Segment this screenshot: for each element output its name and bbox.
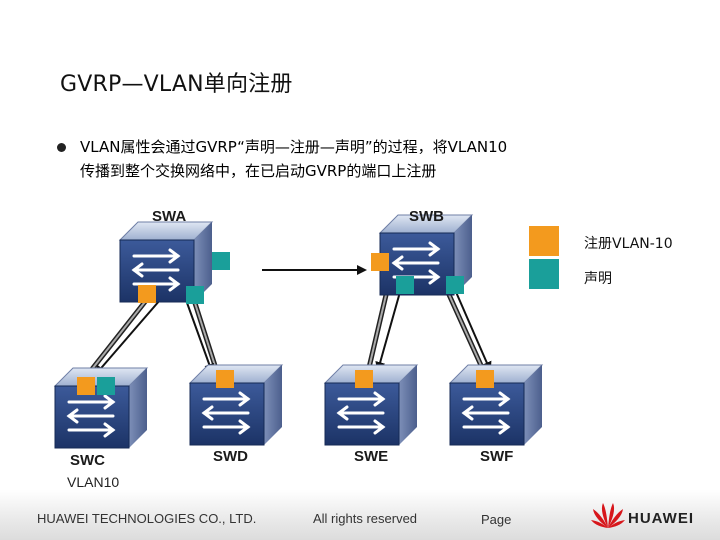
- port-register-swd: [216, 370, 234, 388]
- arrow-swb-to-swf: [455, 291, 492, 372]
- huawei-logo-text: HUAWEI: [628, 510, 694, 527]
- bullet-line-2: 传播到整个交换网络中，在已启动GVRP的端口上注册: [80, 162, 437, 180]
- port-register-swf: [476, 370, 494, 388]
- port-declare-swb-down-left: [396, 276, 414, 294]
- label-swc: SWC: [70, 452, 105, 469]
- link-swa-swd-highlight: [193, 299, 219, 376]
- port-register-swc: [77, 377, 95, 395]
- port-declare-swa-down: [186, 286, 204, 304]
- slide-title: GVRP—VLAN单向注册: [60, 72, 293, 97]
- switch-swd: [188, 363, 284, 447]
- label-swf: SWF: [480, 448, 514, 465]
- port-declare-swc: [97, 377, 115, 395]
- bullet-icon: [57, 143, 66, 152]
- link-swb-swf-highlight: [445, 287, 485, 373]
- label-swe: SWE: [354, 448, 389, 465]
- footer-bar: HUAWEI TECHNOLOGIES CO., LTD. All rights…: [0, 490, 720, 540]
- vlan-label: VLAN10: [67, 474, 120, 490]
- port-register-swa-left: [138, 285, 156, 303]
- label-swd: SWD: [213, 448, 248, 465]
- footer-page: Page: [481, 512, 512, 527]
- port-declare-swb-down-right: [446, 276, 464, 294]
- footer-company: HUAWEI TECHNOLOGIES CO., LTD.: [37, 511, 257, 526]
- huawei-logo-icon: [591, 503, 625, 528]
- bullet-text: VLAN属性会通过GVRP“声明—注册—声明”的过程，将VLAN10 传播到整个…: [80, 135, 620, 183]
- label-swa: SWA: [152, 208, 187, 225]
- port-register-swe: [355, 370, 373, 388]
- bullet-line-1: VLAN属性会通过GVRP“声明—注册—声明”的过程，将VLAN10: [80, 138, 508, 156]
- port-declare-swa-right: [212, 252, 230, 270]
- legend-declare-swatch: [529, 259, 559, 289]
- port-register-swb-left: [371, 253, 389, 271]
- arrow-swb-to-swe: [375, 291, 401, 372]
- legend-declare-label: 声明: [584, 271, 612, 287]
- switch-swf: [448, 363, 544, 447]
- arrow-swa-to-swd: [185, 299, 214, 374]
- footer-rights: All rights reserved: [313, 511, 418, 526]
- arrow-swa-to-swc: [94, 299, 161, 376]
- label-swb: SWB: [409, 208, 444, 225]
- link-swa-swc-highlight: [84, 297, 149, 379]
- legend-register-label: 注册VLAN-10: [584, 236, 673, 252]
- legend-register-swatch: [529, 226, 559, 256]
